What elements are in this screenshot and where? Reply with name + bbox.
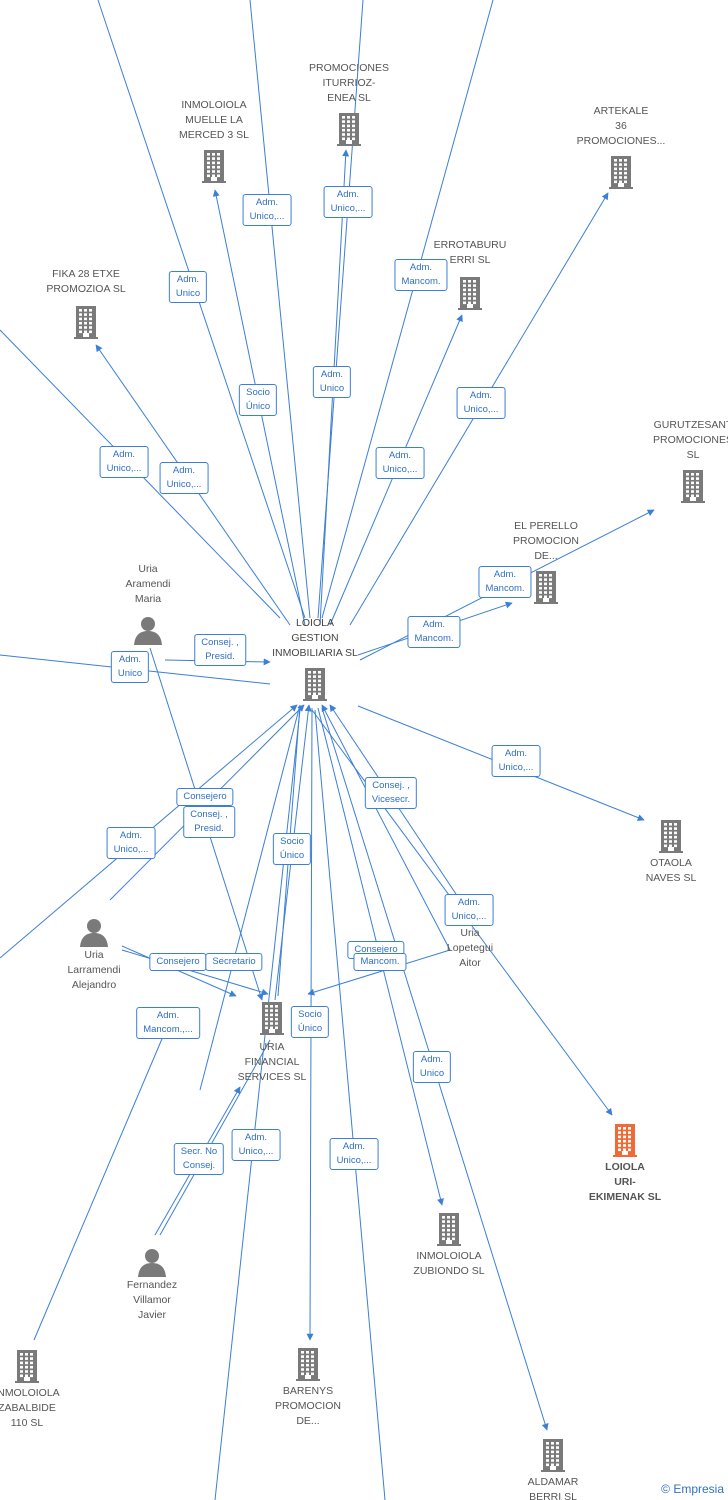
relationship-edge bbox=[321, 704, 451, 951]
building-icon bbox=[457, 276, 483, 315]
relationship-edge bbox=[121, 949, 269, 996]
node-label: GURUTZESANT PROMOCIONES SL bbox=[653, 419, 728, 461]
relationship-label[interactable]: Adm. Unico bbox=[312, 366, 352, 398]
relationship-label[interactable]: Adm. Unico,... bbox=[106, 827, 156, 859]
relationship-edge bbox=[321, 0, 494, 619]
relationship-label[interactable]: Adm. Mancom. bbox=[407, 616, 461, 648]
building-icon bbox=[295, 1347, 321, 1386]
node-label: INMOLOIOLA MUELLE LA MERCED 3 SL bbox=[178, 99, 250, 141]
building-icon bbox=[658, 819, 684, 858]
relationship-label[interactable]: Socio Único bbox=[290, 1006, 330, 1038]
node-label: Uria Aramendi Maria bbox=[125, 563, 171, 605]
building-icon bbox=[540, 1438, 566, 1477]
person-icon bbox=[133, 615, 163, 650]
node-label: PROMOCIONES ITURRIOZ- ENEA SL bbox=[309, 62, 389, 104]
node-label: ALDAMAR BERRI SL bbox=[527, 1476, 579, 1500]
building-icon bbox=[302, 667, 328, 706]
building-icon bbox=[436, 1212, 462, 1251]
relationship-label[interactable]: Consejero bbox=[176, 788, 234, 806]
relationship-label[interactable]: Adm. Unico bbox=[168, 271, 208, 303]
building-icon bbox=[612, 1123, 638, 1162]
node-label: EL PERELLO PROMOCION DE... bbox=[513, 520, 579, 562]
copyright-notice[interactable]: © Empresia bbox=[661, 1482, 724, 1496]
relationship-label[interactable]: Adm. Mancom. bbox=[478, 566, 532, 598]
building-icon bbox=[259, 1001, 285, 1040]
relationship-label[interactable]: Consej. , Presid. bbox=[183, 806, 235, 838]
relationship-label[interactable]: Consej. , Presid. bbox=[194, 634, 246, 666]
building-icon bbox=[533, 570, 559, 609]
relationship-edge bbox=[159, 1039, 271, 1236]
relationship-label[interactable]: Adm. Unico,... bbox=[456, 387, 506, 419]
building-icon bbox=[336, 112, 362, 151]
building-icon bbox=[73, 305, 99, 344]
relationship-label[interactable]: Adm. Unico bbox=[110, 651, 150, 683]
node-label: LOIOLA URI- EKIMENAK SL bbox=[588, 1161, 662, 1203]
relationship-label[interactable]: Adm. Unico,... bbox=[491, 745, 541, 777]
node-label: URIA FINANCIAL SERVICES SL bbox=[237, 1041, 307, 1083]
relationship-edge bbox=[121, 945, 237, 997]
relationship-label[interactable]: Socio Único bbox=[272, 833, 312, 865]
person-icon bbox=[137, 1247, 167, 1282]
relationship-label[interactable]: Adm. Unico,... bbox=[323, 186, 373, 218]
node-label: LOIOLA GESTION INMOBILIARIA SL bbox=[272, 617, 358, 659]
relationship-label[interactable]: Adm. Unico,... bbox=[159, 462, 209, 494]
building-icon bbox=[680, 469, 706, 508]
building-icon bbox=[201, 149, 227, 188]
node-label: BARENYS PROMOCION DE... bbox=[275, 1385, 341, 1427]
relationship-label[interactable]: Adm. Unico,... bbox=[329, 1138, 379, 1170]
building-icon bbox=[608, 155, 634, 194]
relationship-label[interactable]: Secretario bbox=[205, 953, 263, 971]
relationship-edge bbox=[199, 704, 301, 1091]
node-label: INMOLOIOLA ZABALBIDE 110 SL bbox=[0, 1387, 60, 1429]
relationship-edge bbox=[314, 709, 386, 1500]
person-icon bbox=[79, 917, 109, 952]
relationship-label[interactable]: Adm. Unico,... bbox=[242, 194, 292, 226]
relationship-label[interactable]: Consejero bbox=[149, 953, 207, 971]
node-label: ARTEKALE 36 PROMOCIONES... bbox=[576, 105, 666, 147]
relationship-label[interactable]: Adm. Unico,... bbox=[375, 447, 425, 479]
relationship-label[interactable]: Adm. Unico bbox=[412, 1051, 452, 1083]
relationship-label[interactable]: Consej. , Vicesecr. bbox=[364, 777, 418, 809]
relationship-label[interactable]: Adm. Mancom.,... bbox=[136, 1007, 200, 1039]
relationship-label[interactable]: Mancom. bbox=[353, 953, 407, 971]
node-label: Uria Larramendi Alejandro bbox=[67, 949, 121, 991]
relationship-label[interactable]: Socio Único bbox=[238, 384, 278, 416]
relationship-edge bbox=[97, 0, 306, 619]
node-label: Uria Lopetegui Aitor bbox=[446, 927, 494, 969]
relationship-label[interactable]: Secr. No Consej. bbox=[173, 1143, 225, 1175]
node-label: FIKA 28 ETXE PROMOZIOA SL bbox=[46, 268, 126, 295]
building-icon bbox=[14, 1349, 40, 1388]
node-label: Fernandez Villamor Javier bbox=[126, 1279, 178, 1321]
node-label: ERROTABURU ERRI SL bbox=[433, 239, 507, 266]
relationship-edge bbox=[317, 0, 364, 619]
relationship-edge bbox=[307, 949, 451, 996]
relationship-edge bbox=[33, 1019, 171, 1341]
node-label: OTAOLA NAVES SL bbox=[645, 857, 697, 884]
relationship-label[interactable]: Adm. Unico,... bbox=[99, 446, 149, 478]
relationship-label[interactable]: Adm. Mancom. bbox=[394, 259, 448, 291]
relationship-label[interactable]: Adm. Unico,... bbox=[444, 894, 494, 926]
relationship-edge bbox=[249, 0, 311, 619]
relationship-label[interactable]: Adm. Unico,... bbox=[231, 1129, 281, 1161]
node-label: INMOLOIOLA ZUBIONDO SL bbox=[413, 1250, 485, 1277]
